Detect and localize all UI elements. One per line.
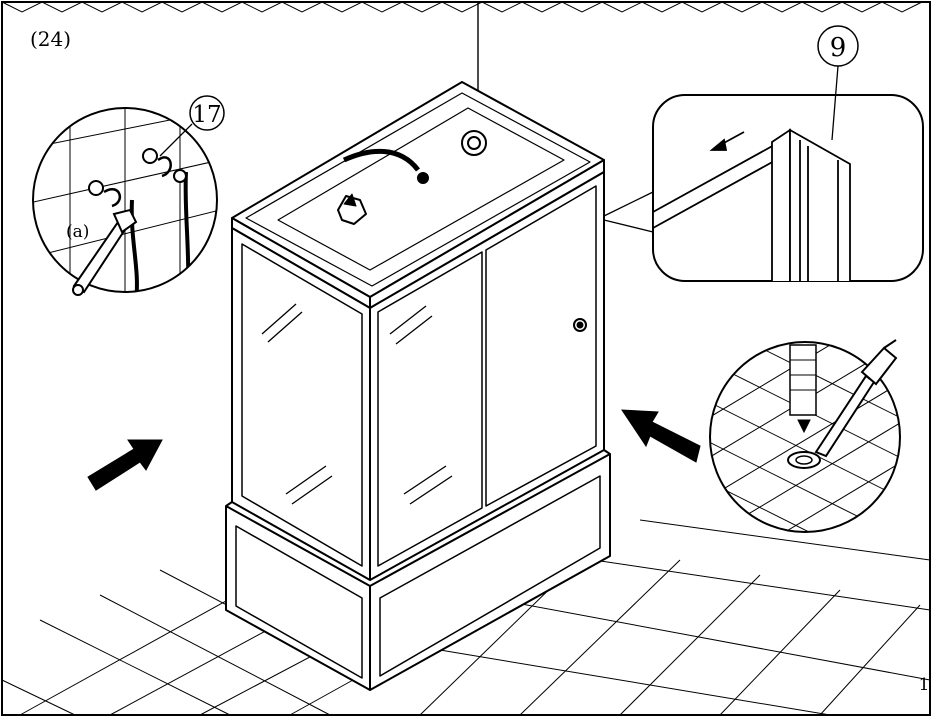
door-seal-callout — [603, 94, 924, 282]
part-number-badge-9: 9 — [817, 25, 859, 141]
wall-connection-callout — [32, 107, 218, 296]
adjustable-wrench-icon — [72, 208, 138, 296]
shower-cabin-icon — [225, 81, 611, 691]
part-number-badge-17: 17 — [159, 95, 225, 157]
drain-sealing-callout — [709, 339, 901, 533]
caulking-gun-icon — [814, 339, 898, 458]
part-number-17: 17 — [192, 102, 221, 128]
arrow-icon — [87, 409, 701, 491]
part-number-9: 9 — [830, 33, 847, 63]
page-number: 1 — [919, 675, 930, 695]
tool-label: (a) — [66, 222, 89, 242]
step-number: (24) — [30, 27, 71, 51]
